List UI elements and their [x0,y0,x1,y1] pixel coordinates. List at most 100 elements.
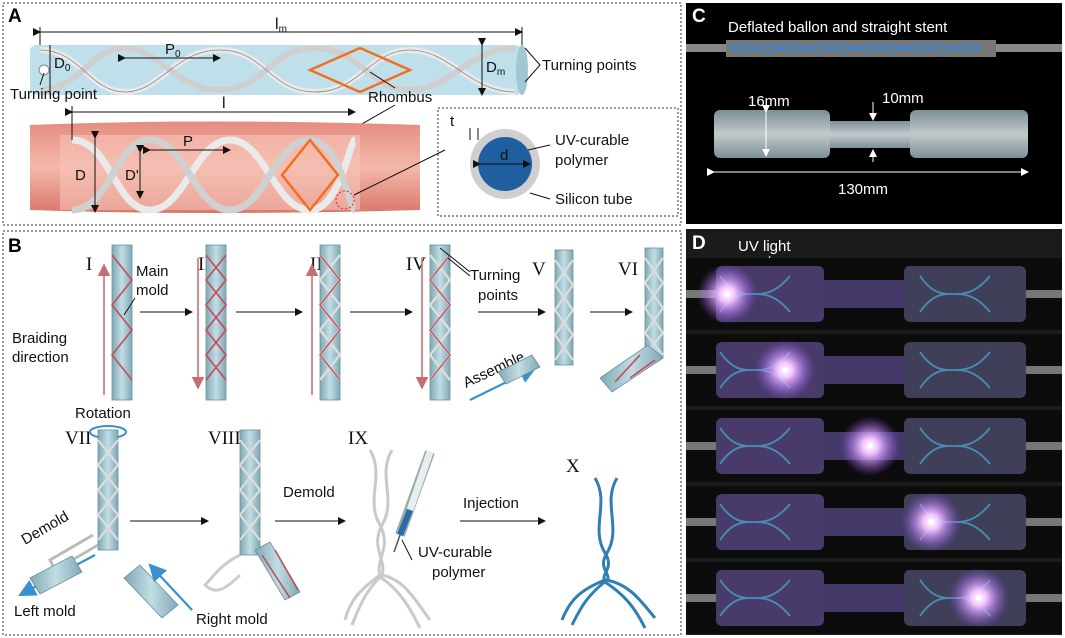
tube-narrow [824,584,904,612]
step-numeral: IV [406,254,426,275]
braid-strand [39,44,516,94]
right-mold-arrow [148,563,193,611]
uv-light-core [867,443,873,449]
p-label: P [183,133,193,150]
d-prime-label: D' [125,167,139,184]
demold-left-label: Demold [19,508,72,549]
mold-hole [38,64,50,76]
panel-c: C Deflated ballon and straight stent 16m… [686,3,1062,224]
braid-outline [39,49,516,93]
braiding-line2: direction [12,349,69,366]
tube-wide-left [716,494,824,550]
d-label: D [75,167,86,184]
panel-d-label: D [692,233,706,254]
uv-polymer-line2: polymer [555,152,608,169]
catheter-tip [996,44,1062,52]
t-label: t [450,113,455,130]
tube-narrow [830,121,910,148]
catheter-tip [1026,518,1062,526]
turning-points-bracket [524,47,541,83]
step-vii-mold [48,429,120,573]
turning-points-line2: points [478,287,518,304]
tube-wide-right [904,342,1026,398]
step-iii-mold [318,244,342,401]
braided-stent [719,351,991,389]
catheter [686,44,726,52]
leader-line [527,144,551,151]
tube-wide-right [910,110,1028,158]
turning-point-label: Turning point [10,86,98,103]
leader-line [529,192,551,200]
step-vi-mold [599,247,665,393]
catheter [686,594,716,602]
lm-label: lm [275,16,287,35]
panel-b-label: B [8,236,22,257]
turning-points-line1: Turning [470,267,520,284]
tube-wide-left [714,110,830,158]
uv-line1: UV-curable [418,544,492,561]
left-mold-label: Left mold [14,603,76,620]
panel-a: A lm D0 P0 Dm Turning points Turning poi… [2,2,682,226]
p0-label: P0 [165,41,181,60]
leader-line [39,72,45,86]
catheter [686,518,716,526]
left-mold-piece [29,555,83,595]
leader-line [439,247,471,273]
step-numeral: VII [65,428,91,449]
uv-polymer-line1: UV-curable [555,132,629,149]
tube-wide-right [904,266,1026,322]
rotation-label: Rotation [75,405,131,422]
braid-strand [71,136,359,214]
syringe-icon [393,450,435,553]
tube-narrow [824,508,904,536]
braided-stent [719,579,991,617]
braiding-line1: Braiding [12,330,67,347]
step-numeral: V [532,259,546,280]
catheter [686,366,716,374]
dm-label: Dm [486,59,505,78]
d0-label: D0 [54,55,71,74]
uv-frames [686,258,1062,634]
uv-line2: polymer [432,564,485,581]
braided-stent [719,503,991,541]
uv-light-label: UV light [738,238,791,255]
step-x-stent [560,477,657,629]
right-mold-piece [123,564,179,619]
right-mold-label: Right mold [196,611,268,628]
dim-130-label: 130mm [838,181,888,198]
step-i-mold [110,244,134,401]
uv-light-core [928,519,935,525]
dim-10-label: 10mm [882,90,924,107]
rhombus-label: Rhombus [368,89,432,106]
panel-b: B I II III IV V VI VII VIII IX X [2,230,682,636]
demold-mid-label: Demold [283,484,335,501]
panel-c-title: Deflated ballon and straight stent [728,19,948,36]
leader-line [369,71,396,89]
panel-a-label: A [8,6,22,27]
tube-narrow [824,280,904,308]
catheter-tip [1026,290,1062,298]
injection-label: Injection [463,495,519,512]
panel-b-border [2,230,682,636]
silicon-tube-label: Silicon tube [555,191,633,208]
catheter-tip [1026,442,1062,450]
panel-a-border [2,2,682,226]
uv-light-core [724,291,731,297]
braid-strand [71,136,359,214]
step-numeral: VI [618,259,638,280]
tube-narrow [824,356,904,384]
l-label: l [222,95,226,112]
panel-d: D UV light [686,229,1062,635]
leader-line [447,257,471,277]
straight-stent [729,43,981,53]
main-mold-line1: Main [136,263,169,280]
assemble-mold-piece [497,354,541,385]
panel-c-label: C [692,6,706,27]
braided-stent [719,427,991,465]
rhombus-top [306,46,414,94]
cross-section-marker [335,190,355,210]
tube-wide-left [716,570,824,626]
main-mold-line2: mold [136,282,169,299]
rhombus-bottom [280,137,340,213]
